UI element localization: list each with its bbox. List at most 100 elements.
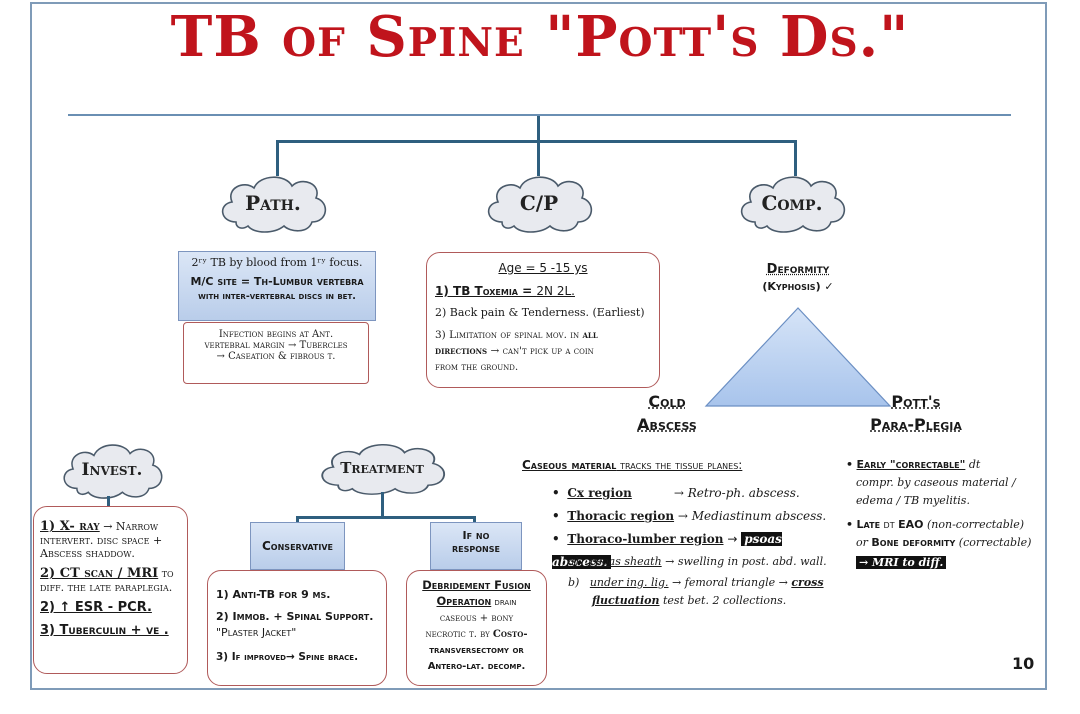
conservative-2: 2) Immob. + Spinal Support. (216, 610, 374, 623)
subitem-b-2: → femoral triangle → (668, 576, 792, 589)
if-no-response-box: If no response (430, 522, 522, 570)
subitem-a: a) psoas sheath → swelling in post. abd.… (568, 553, 848, 571)
caseous-heading-b: tracks the tissue planes: (616, 458, 743, 472)
cloud-path: Path. (214, 172, 332, 234)
surgery-detail-box: Debridement Fusion Operation drain caseo… (406, 570, 547, 686)
mri-to-diff: → MRI to diff. (856, 556, 947, 569)
invest-1-d: Abscess shaddow. (40, 547, 135, 560)
cloud-comp-shape (740, 176, 846, 233)
cloud-path-label: Path. (245, 191, 301, 215)
cp-item1: 1) TB Toxemia = 2N 2L. (435, 284, 651, 298)
connector-treatment-stem (381, 492, 384, 518)
path-infection-3: → Caseation & fibrous t. (216, 351, 336, 362)
cloud-cp-label: C/P (519, 191, 559, 215)
connector-invest (107, 496, 110, 510)
cloud-comp: Comp. (733, 172, 851, 234)
cold-abscess-1: Cold (648, 392, 686, 411)
conservative-box: Conservative (250, 522, 345, 570)
cp-item1-b: 2N 2L. (536, 284, 575, 298)
region-thoracic: Thoracic region (567, 509, 675, 523)
late-d: (non-correctable) (923, 518, 1025, 531)
early-a: Early "correctable" (856, 458, 966, 471)
subitem-a-label: a) (568, 555, 579, 568)
caseous-subitems: a) psoas sheath → swelling in post. abd.… (568, 553, 848, 610)
cloud-cp-shape (487, 176, 593, 233)
cp-item2: 2) Back pain & Tenderness. (Earliest) (435, 306, 645, 319)
cp-item3-e: from the ground. (435, 361, 519, 373)
late-a: Late (856, 518, 881, 531)
region-thoracolumbar: Thoraco-lumber region (567, 532, 724, 546)
invest-2-b: to (158, 567, 174, 580)
cp-item3: 3) Limitation of spinal mov. in all dire… (435, 327, 651, 375)
path-line1: 2ʳʸ TB by blood from 1ʳʸ focus. (191, 256, 363, 269)
connector-conservative (296, 516, 299, 524)
connector-if-no (473, 516, 476, 524)
late-line: • Late dt EAO (non-correctable) (846, 518, 1025, 531)
subitem-a-1: psoas sheath (589, 555, 662, 568)
cold-abscess-label: Cold Abscess (622, 390, 712, 436)
title-divider (68, 114, 1011, 116)
surgery-7: transversectomy or (429, 645, 524, 656)
page-title: TB of Spine "Pott's Ds." (170, 4, 910, 70)
subitem-b: b) under ing. lig. → femoral triangle → … (568, 574, 848, 592)
path-infection-1: Infection begins at Ant. (218, 329, 334, 340)
page-number: 10 (1012, 654, 1035, 673)
surgery-2-b: drain (491, 597, 517, 608)
connector-path (276, 140, 279, 176)
late-f: Bone deformity (871, 536, 956, 549)
page-frame (30, 2, 1047, 690)
invest-1-a: 1) X- ray (40, 519, 100, 534)
path-infection-2: vertebral margin → Tubercles (204, 340, 348, 351)
cp-item1-a: 1) TB Toxemia = (435, 284, 537, 298)
potts-2: Para-Plegia (870, 415, 962, 434)
cloud-path-shape (221, 176, 327, 233)
caseous-item-thoracolumbar: • Thoraco-lumber region → psoas abscess. (552, 532, 782, 569)
surgery-8: Antero-lat. decomp. (427, 661, 526, 672)
region-cx: Cx region (567, 486, 632, 500)
path-line3: with inter-vertebral discs in bet. (198, 291, 356, 302)
subitem-b-label: b) (568, 576, 580, 589)
invest-3: 2) ↑ ESR - PCR. (40, 600, 152, 615)
cp-age: Age = 5 -15 ys (498, 261, 588, 275)
surgery-4: caseous + bony (439, 613, 514, 624)
cp-item3-b: all (582, 329, 598, 341)
surgery-5: necrotic t. by Costo- (411, 627, 542, 643)
cold-abscess-2: Abscess (637, 415, 697, 434)
cp-item3-a: 3) Limitation of spinal mov. in (435, 329, 583, 341)
conservative-detail-box: 1) Anti-TB for 9 ms. 2) Immob. + Spinal … (207, 570, 387, 686)
deformity-block: Deformity (Kyphosis) ✓ (730, 262, 866, 293)
cloud-treatment: Treatment (312, 440, 452, 496)
kyphosis-label: (Kyphosis) ✓ (762, 280, 834, 293)
subitem-a-2: → swelling in post. abd. wall. (661, 555, 827, 568)
caseous-list: • Cx region→ Retro-ph. abscess. • Thorac… (552, 482, 842, 574)
invest-4: 3) Tuberculin + ve . (40, 623, 169, 638)
late-c: EAO (898, 518, 924, 531)
top-connector (276, 140, 796, 143)
potts-paraplegia-label: Pott's Para-Plegia (854, 390, 978, 436)
late-e: or (856, 536, 872, 549)
invest-2-c: diff. the late paraplegia. (40, 581, 173, 594)
late-b: dt (880, 518, 899, 531)
late-line2: or Bone deformity (correctable) (846, 534, 1042, 552)
early-line: • Early "correctable" dt (846, 458, 981, 471)
subitem-b-3: cross (791, 576, 824, 589)
subitem-b-4: fluctuation (592, 594, 660, 607)
late-line3: → MRI to diff. (846, 554, 1042, 572)
complications-triangle (704, 307, 892, 407)
cp-item3-d: → can't pick up a coin (487, 345, 594, 357)
connector-comp (794, 140, 797, 176)
conservative-4: 3) If improved→ Spine brace. (216, 651, 359, 663)
if-no-2: response (452, 542, 500, 555)
early-c: compr. by caseous material / (856, 476, 1016, 489)
surgery-1: Debridement Fusion (422, 578, 531, 592)
region-thoracic-text: → Mediastinum abscess. (677, 509, 827, 523)
region-cx-text: → Retro-ph. abscess. (673, 486, 800, 500)
path-line2-a: M/C site = (190, 275, 254, 288)
region-thoracolumbar-arrow: → (727, 532, 738, 546)
surgery-5-b: Costo- (492, 629, 528, 640)
cloud-treatment-shape (321, 444, 445, 495)
invest-2-a: 2) CT scan / MRI (40, 566, 159, 581)
cp-item3-c: directions (435, 345, 488, 357)
surgery-2: Operation drain (411, 593, 542, 611)
conservative-label: Conservative (262, 539, 333, 553)
